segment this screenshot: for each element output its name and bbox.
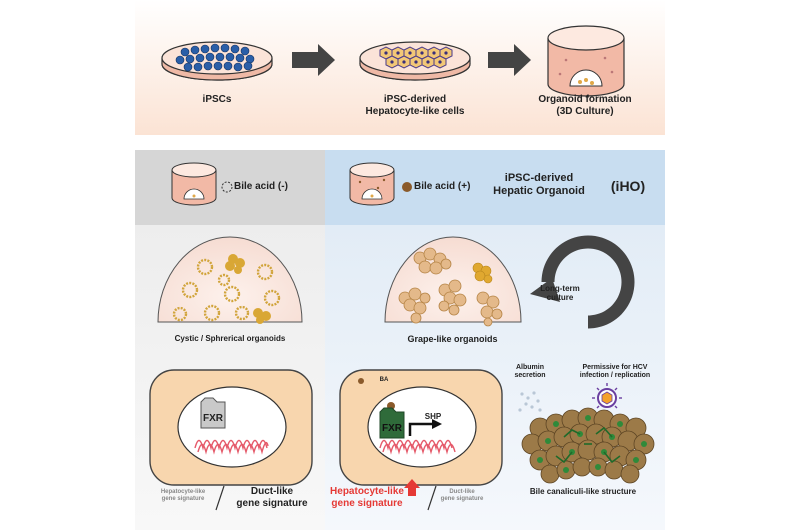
left-header-panel xyxy=(135,150,325,225)
hepatocyte-cells-label: iPSC-derived Hepatocyte-like cells xyxy=(365,94,465,117)
grape-organoid-dome-icon xyxy=(384,236,522,327)
hcv-virus-icon xyxy=(592,383,622,413)
organoid-culture-icon xyxy=(547,25,625,97)
culture-plus-icon xyxy=(349,162,395,206)
cystic-organoid-label: Cystic / Sphrerical organoids xyxy=(174,334,286,343)
bile-acid-filled-icon xyxy=(402,182,412,192)
ba-label: BA xyxy=(379,377,389,383)
duct-like-cell-icon: FXR xyxy=(149,369,313,486)
iho-abbreviation: (iHO) xyxy=(610,178,646,194)
long-term-culture-arrow-icon xyxy=(530,235,635,329)
arrow-right-icon xyxy=(292,44,335,76)
right-hepatocyte-signature-big: Hepatocyte-like gene signature xyxy=(330,486,404,509)
hcv-label: Permissive for HCV infection / replicati… xyxy=(579,364,651,380)
divider-slash xyxy=(215,485,225,511)
up-arrow-icon xyxy=(404,479,420,496)
albumin-secretion-label: Albumin secretion xyxy=(514,364,546,380)
bile-canaliculi-label: Bile canaliculi-like structure xyxy=(529,487,637,496)
shp-label: SHP xyxy=(424,412,442,421)
left-fxr-label: FXR xyxy=(203,413,224,424)
culture-minus-icon xyxy=(171,162,217,206)
cystic-organoid-dome-icon xyxy=(157,236,303,324)
left-duct-signature-big: Duct-like gene signature xyxy=(236,486,308,509)
hepatocyte-dish-icon xyxy=(359,41,471,81)
divider-slash xyxy=(427,485,437,511)
bile-acid-empty-icon xyxy=(221,181,233,193)
iho-title: iPSC-derived Hepatic Organoid xyxy=(493,172,585,197)
bile-canaliculi-cluster-icon xyxy=(521,407,655,484)
right-fxr-label: FXR xyxy=(382,423,403,434)
left-hepatocyte-signature-small: Hepatocyte-like gene signature xyxy=(160,489,206,502)
hepatocyte-like-cell-icon: FXR xyxy=(339,369,503,486)
long-term-culture-label: Long-term culture xyxy=(540,284,580,303)
arrow-right-icon xyxy=(488,44,531,76)
ipsc-dish-icon xyxy=(161,41,273,81)
ipsc-label: iPSCs xyxy=(202,94,232,105)
albumin-secretion-icon xyxy=(518,391,542,412)
right-duct-signature-small: Duct-like gene signature xyxy=(440,489,484,502)
grape-organoid-label: Grape-like organoids xyxy=(407,334,498,344)
bile-acid-minus-label: Bile acid (-) xyxy=(234,181,288,192)
bile-acid-plus-label: Bile acid (+) xyxy=(414,181,471,192)
organoid-formation-label: Organoid formation (3D Culture) xyxy=(538,94,632,117)
